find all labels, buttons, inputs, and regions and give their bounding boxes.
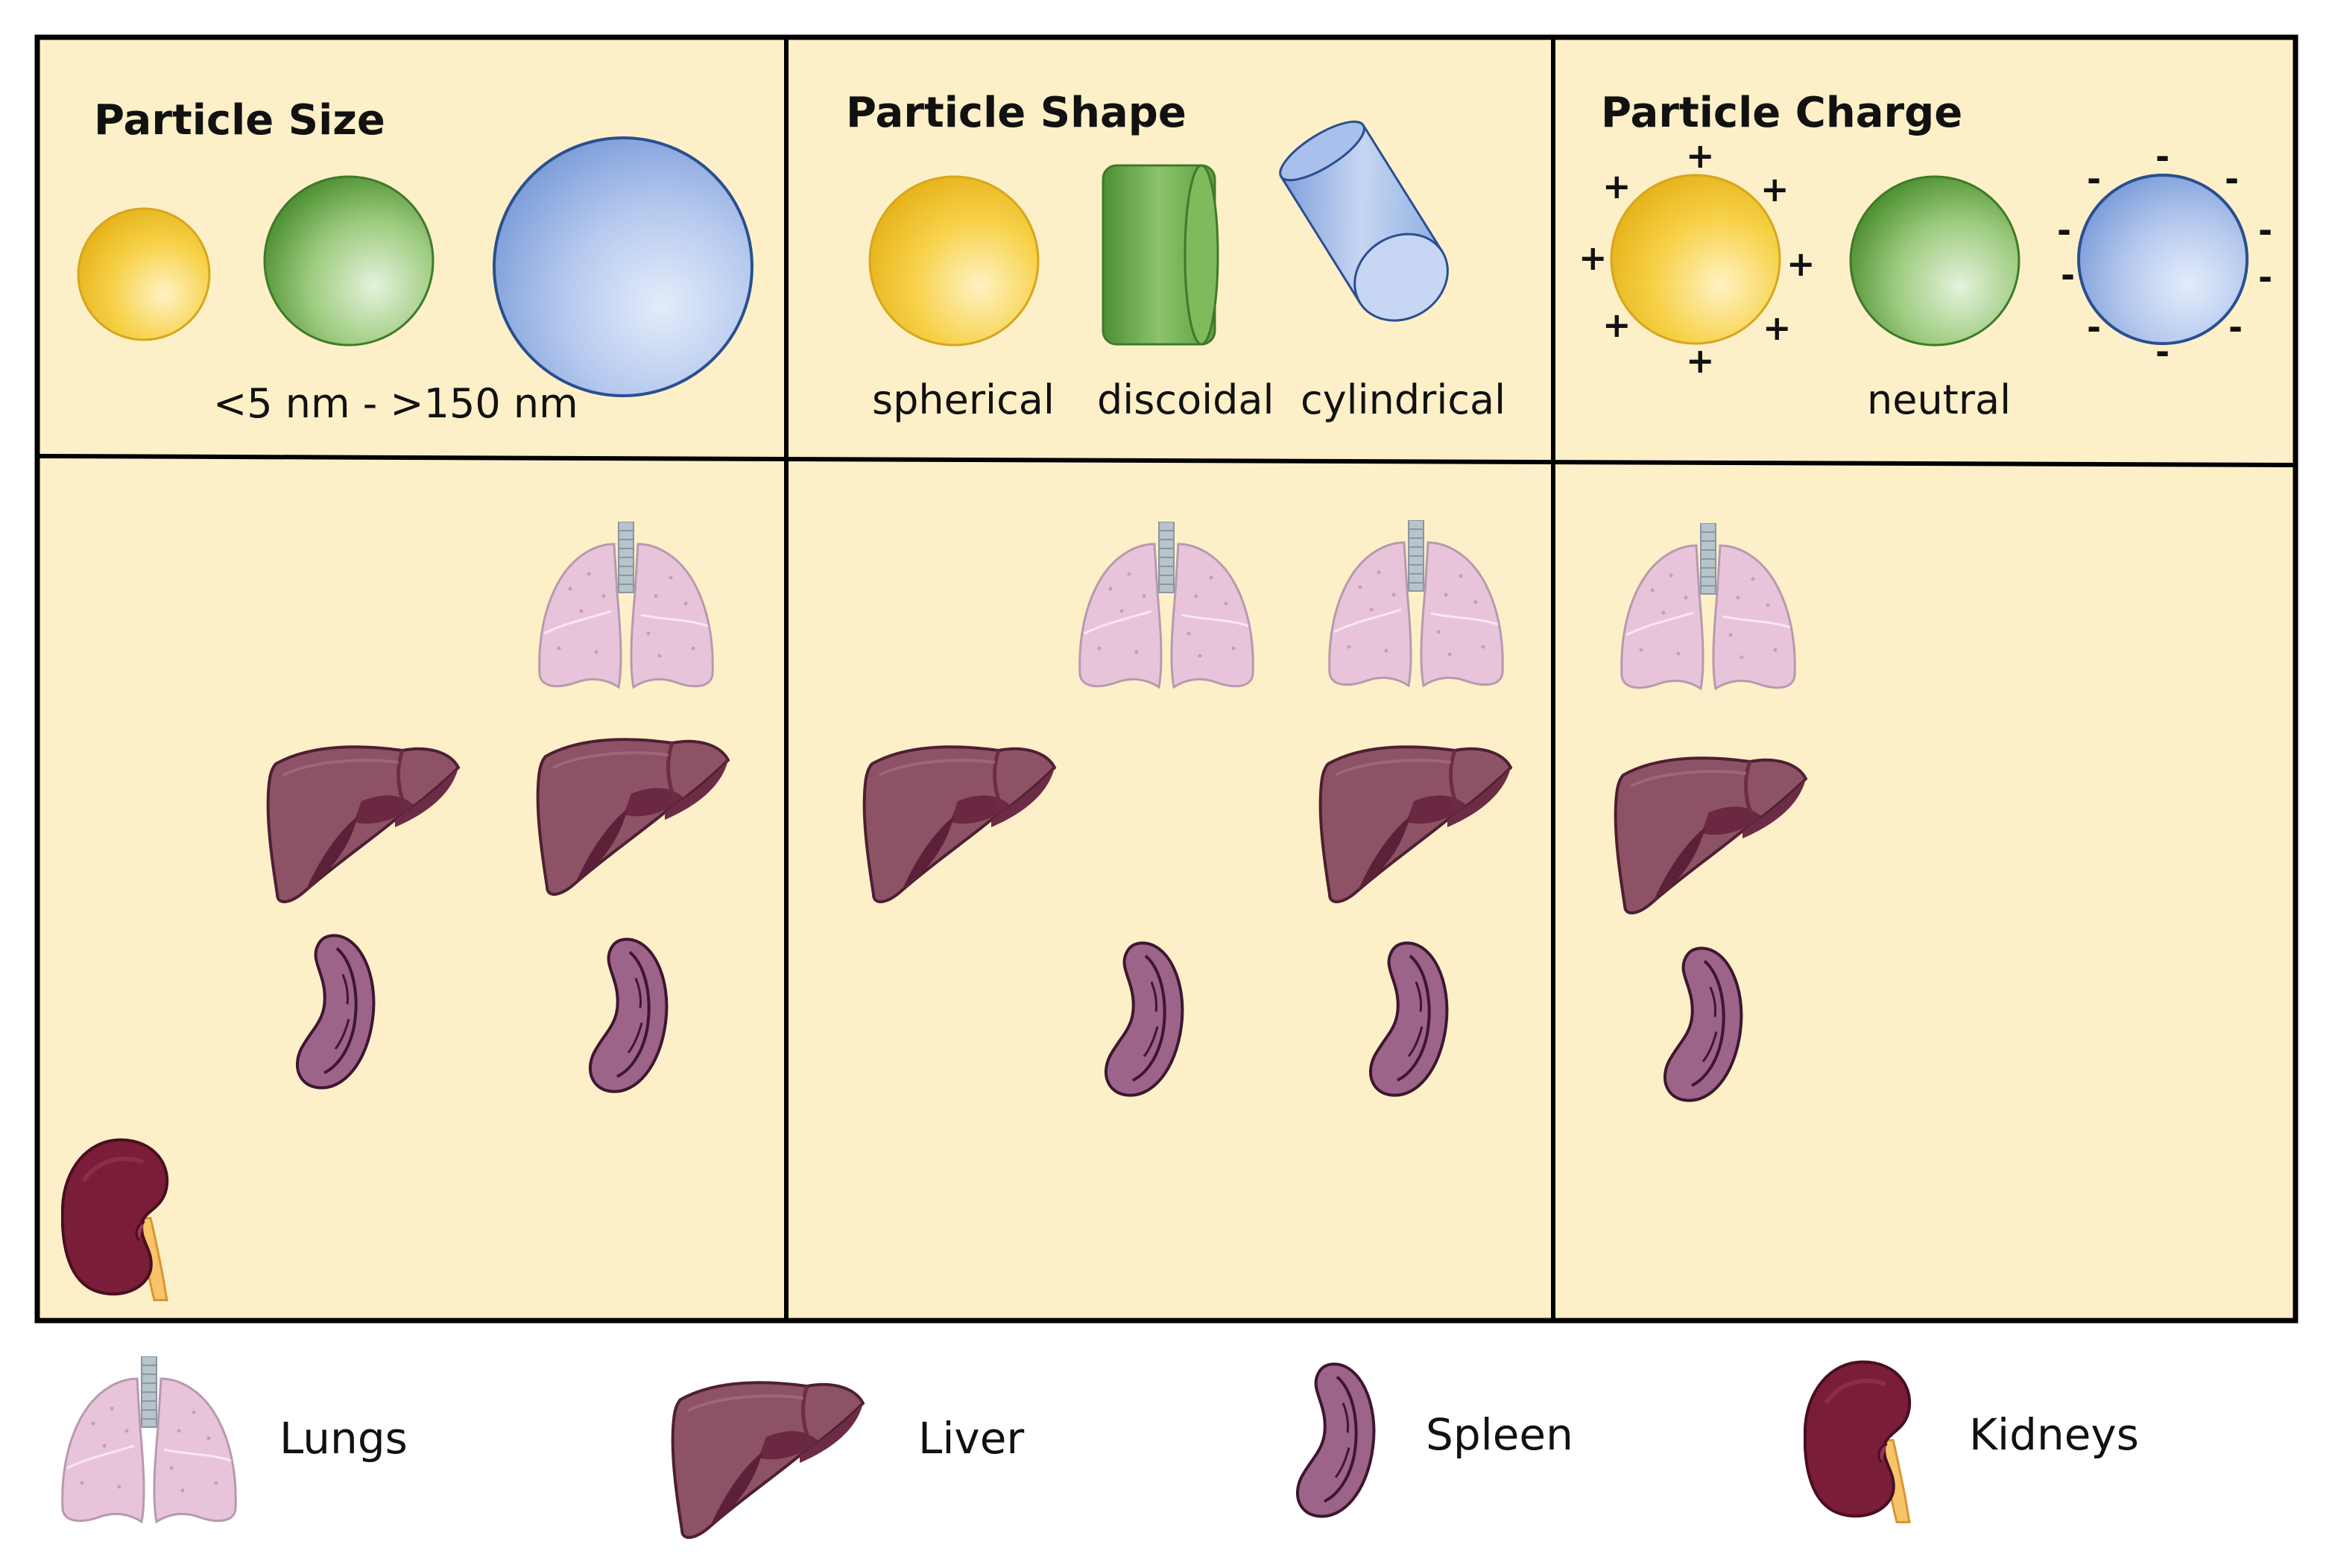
charge-label-neutral: neutral	[1867, 376, 2011, 423]
neutral-particle	[1849, 175, 2020, 347]
svg-text:-: -	[2258, 210, 2272, 250]
positive-signs: + + + + + + + +	[1579, 136, 1816, 381]
svg-text:+: +	[1763, 308, 1792, 348]
legend-kidneys-label: Kidneys	[1969, 1409, 2139, 1460]
shape-panel-title: Particle Shape	[846, 89, 1187, 137]
discoidal-particle	[1102, 164, 1219, 346]
grid-divider-horizontal	[37, 454, 2296, 467]
shape-label-cylindrical: cylindrical	[1301, 376, 1505, 423]
size-small-kidney-icon	[63, 1140, 167, 1300]
shape-label-discoidal: discoidal	[1097, 376, 1274, 423]
svg-text:-: -	[2061, 255, 2075, 295]
svg-text:+: +	[1760, 169, 1789, 209]
legend-lungs-label: Lungs	[279, 1413, 408, 1464]
svg-text:+: +	[1602, 166, 1631, 206]
svg-text:+: +	[1686, 341, 1715, 381]
legend-lungs-icon	[61, 1356, 237, 1523]
shape-label-spherical: spherical	[872, 376, 1055, 423]
svg-text:+: +	[1602, 305, 1631, 345]
svg-text:-: -	[2087, 307, 2101, 347]
svg-text:-: -	[2155, 332, 2170, 372]
svg-text:-: -	[2087, 159, 2101, 199]
svg-text:+: +	[1579, 238, 1608, 278]
cylindrical-particle	[1279, 120, 1449, 322]
legend-spleen-icon	[1298, 1364, 1374, 1516]
size-panel-title: Particle Size	[94, 96, 385, 145]
svg-text:-: -	[2155, 136, 2170, 177]
svg-text:-: -	[2258, 257, 2272, 297]
small-yellow-particle	[77, 207, 211, 341]
negative-particle	[2077, 174, 2249, 345]
legend-kidney-icon	[1805, 1362, 1909, 1523]
positive-particle	[1610, 174, 1781, 345]
negative-signs: - - - - - - - - - -	[2057, 136, 2272, 372]
svg-text:-: -	[2057, 210, 2071, 250]
svg-text:+: +	[1786, 244, 1816, 284]
legend-spleen-label: Spleen	[1426, 1409, 1573, 1460]
charge-panel-title: Particle Charge	[1601, 89, 1962, 137]
large-blue-particle	[493, 136, 753, 397]
size-range-label: <5 nm - >150 nm	[213, 380, 578, 427]
svg-text:-: -	[2225, 159, 2239, 199]
legend-liver-icon	[673, 1382, 863, 1537]
medium-green-particle	[263, 175, 435, 347]
svg-text:-: -	[2228, 307, 2243, 347]
svg-text:+: +	[1686, 136, 1715, 176]
legend-liver-label: Liver	[918, 1413, 1024, 1464]
spherical-particle	[868, 175, 1040, 347]
